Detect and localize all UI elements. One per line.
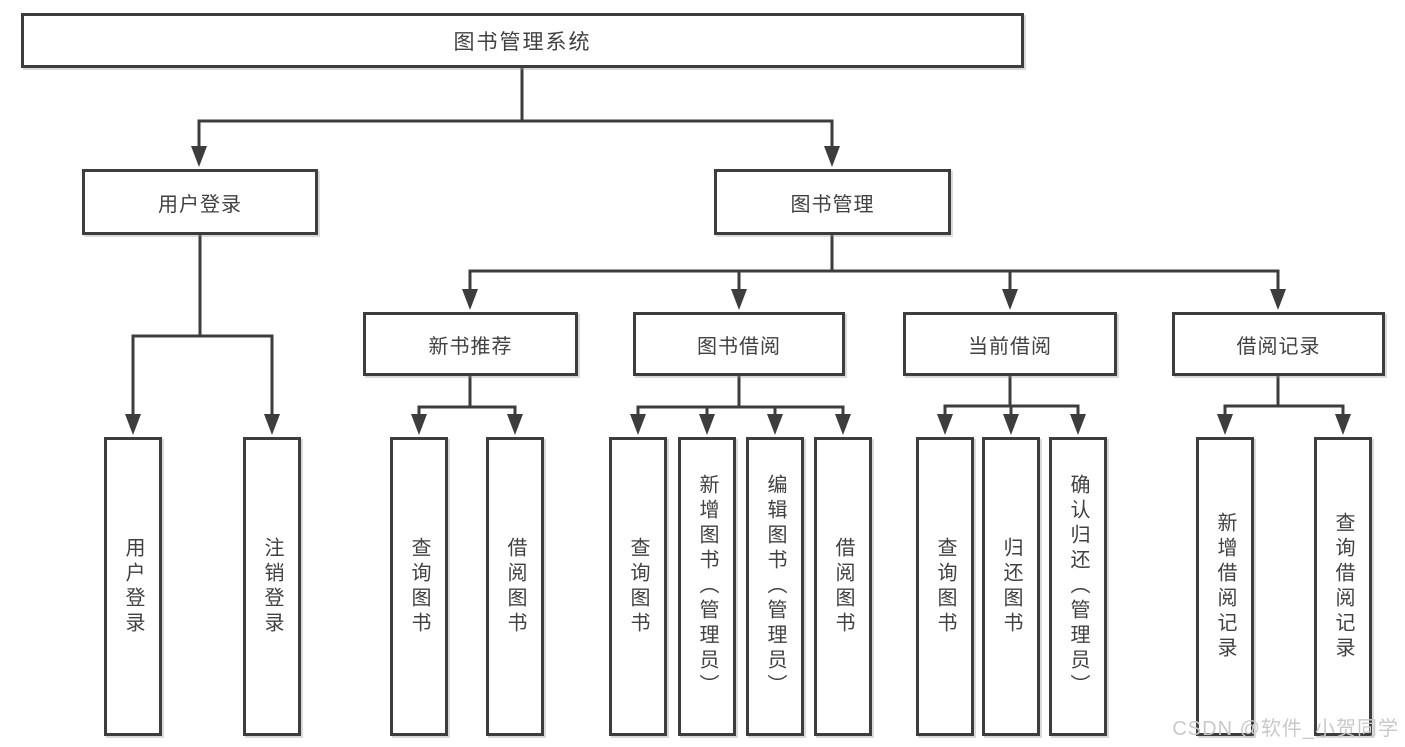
leaf-query-books-3: 查询图书 — [916, 437, 974, 736]
leaf-borrow-books-2: 借阅图书 — [814, 437, 872, 736]
leaf-return-books: 归还图书 — [982, 437, 1040, 736]
node-new-book-recommendation: 新书推荐 — [363, 312, 578, 376]
node-book-borrowing: 图书借阅 — [633, 312, 845, 376]
arrowheads — [125, 146, 1351, 435]
leaf-query-books-1: 查询图书 — [390, 437, 448, 736]
csdn-watermark: CSDN @软件_小贺同学 — [1172, 718, 1399, 740]
leaf-confirm-return-admin: 确认归还（管理员） — [1049, 437, 1107, 736]
node-root-system: 图书管理系统 — [21, 13, 1024, 68]
node-user-login: 用户登录 — [82, 169, 318, 235]
leaf-add-borrow-record: 新增借阅记录 — [1196, 437, 1254, 736]
leaf-logout: 注销登录 — [243, 437, 301, 736]
node-book-management: 图书管理 — [714, 169, 951, 235]
leaf-borrow-books-1: 借阅图书 — [486, 437, 544, 736]
leaf-query-books-2: 查询图书 — [609, 437, 667, 736]
leaf-user-login: 用户登录 — [104, 437, 162, 736]
node-borrowing-records: 借阅记录 — [1172, 312, 1385, 376]
leaf-edit-books-admin: 编辑图书（管理员） — [746, 437, 804, 736]
leaf-add-books-admin: 新增图书（管理员） — [678, 437, 736, 736]
leaf-query-borrow-record: 查询借阅记录 — [1314, 437, 1372, 736]
node-current-borrowing: 当前借阅 — [903, 312, 1117, 376]
